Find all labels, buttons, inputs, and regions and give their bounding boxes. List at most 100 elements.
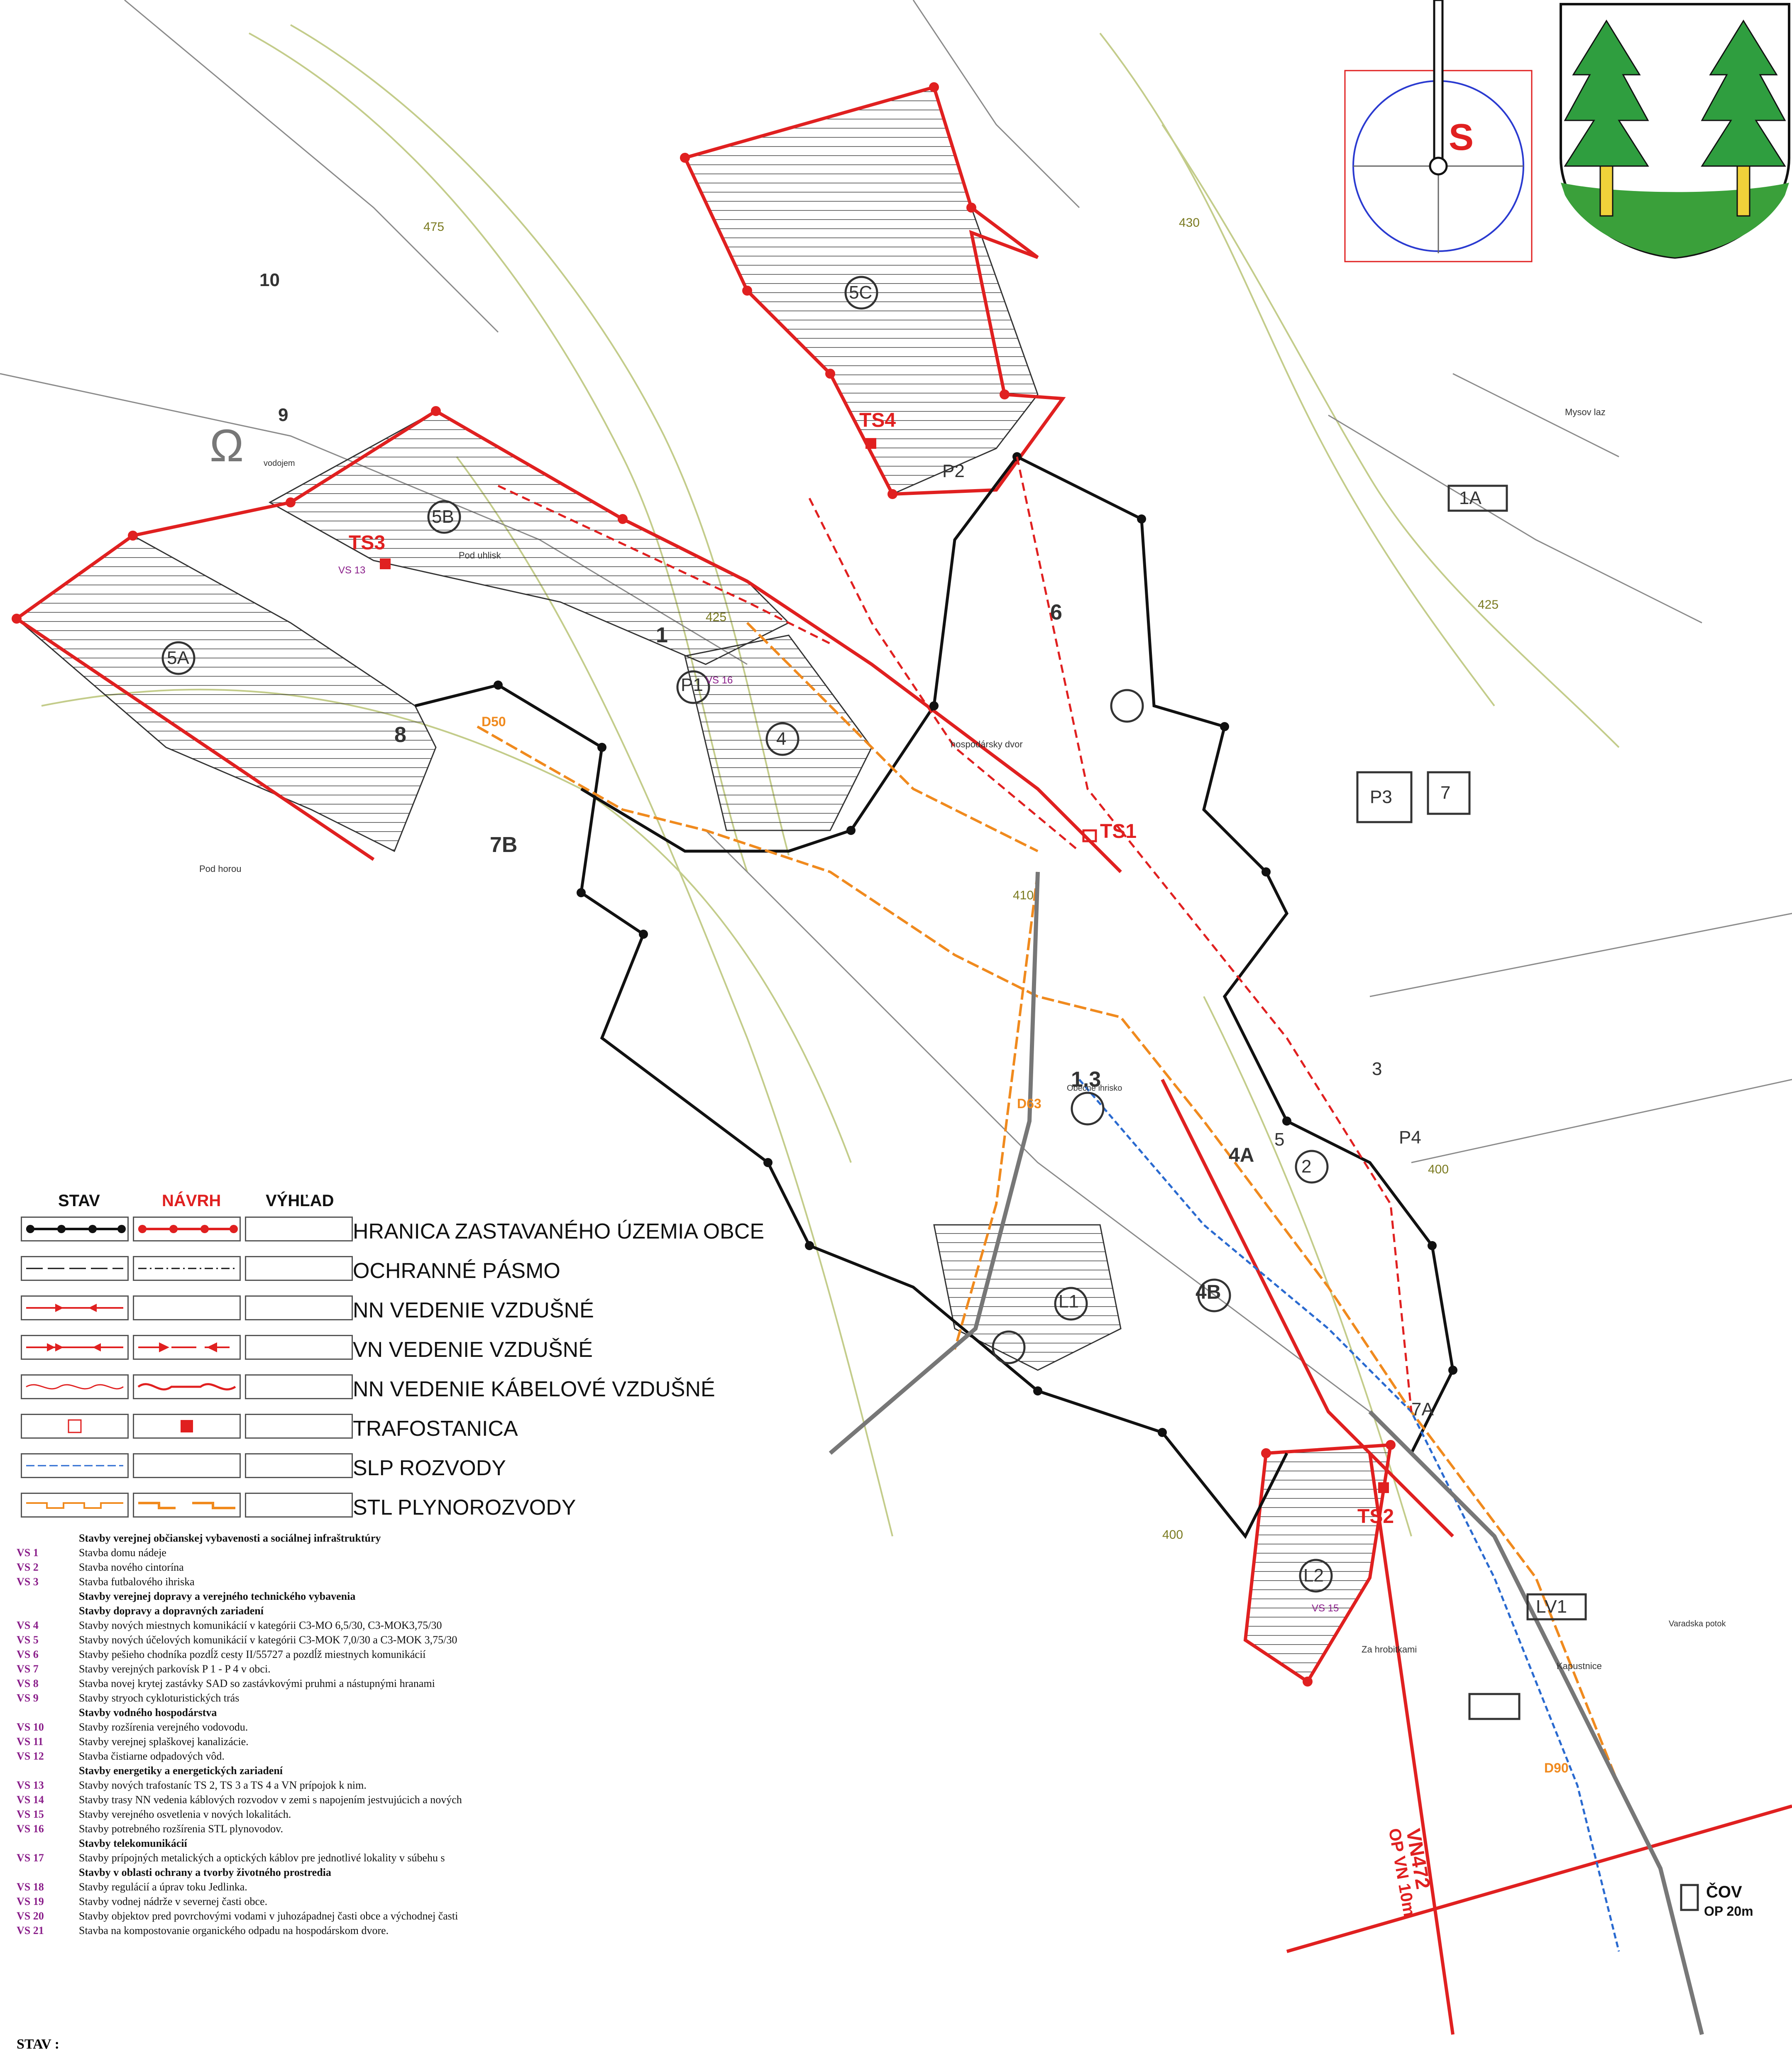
legend-row-nn-air: NN VEDENIE VZDUŠNÉ	[21, 1295, 594, 1324]
contour-425-b: 425	[1478, 598, 1499, 612]
legend-label-slp: SLP ROZVODY	[353, 1456, 506, 1480]
legend-swatch-stav	[21, 1374, 129, 1399]
legend-label-vn-air: VN VEDENIE VZDUŠNÉ	[353, 1338, 593, 1362]
place-mysov-laz: Mysov laz	[1565, 407, 1606, 417]
contour-400-b: 400	[1162, 1528, 1183, 1542]
legend-swatch-navrh	[133, 1335, 241, 1360]
legend-swatch-navrh	[133, 1414, 241, 1439]
gas-label-d63: D63	[1017, 1096, 1041, 1111]
main-road	[829, 872, 1704, 2035]
zone-label-lv1: LV1	[1536, 1596, 1567, 1617]
legend-swatch-stav	[21, 1414, 129, 1439]
zone-label-4b: 4B	[1195, 1281, 1221, 1303]
zone-label-p3: P3	[1370, 787, 1392, 807]
zone-label-5: 5	[1274, 1129, 1285, 1150]
legend-swatch-vyhlad	[245, 1256, 353, 1281]
contour-400: 400	[1428, 1163, 1449, 1176]
zone-label-4a: 4A	[1229, 1144, 1254, 1166]
legend-swatch-navrh	[133, 1256, 241, 1281]
list-item: Stavby vodného hospodárstva	[79, 1706, 217, 1719]
legend-label-boundary: HRANICA ZASTAVANÉHO ÚZEMIA OBCE	[353, 1219, 765, 1244]
zone-label-5a: 5A	[167, 648, 189, 668]
place-varadska-potok: Varadska potok	[1669, 1619, 1726, 1628]
zone-label-p2: P2	[942, 461, 965, 481]
list-item: Stavby verejnej občianskej vybavenosti a…	[79, 1532, 381, 1544]
zone-label-7: 7	[1440, 783, 1451, 803]
existing-boundary-dots	[494, 452, 1457, 1437]
contour-475: 475	[423, 220, 445, 234]
zone-label-4: 4	[776, 729, 787, 749]
legend-swatch-vyhlad	[245, 1335, 353, 1360]
cov-label: ČOV	[1706, 1883, 1742, 1901]
legend-swatch-navrh	[133, 1493, 241, 1518]
legend-swatch-navrh	[133, 1453, 241, 1478]
stav-label: STAV :	[17, 2037, 59, 2052]
legend-row-transformer: TRAFOSTANICA	[21, 1414, 540, 1443]
legend-label-protection: OCHRANNÉ PÁSMO	[353, 1259, 560, 1283]
cov-op-label: OP 20m	[1704, 1904, 1753, 1919]
coat-of-arms	[1560, 3, 1790, 259]
parcel-lines	[0, 0, 1792, 1413]
list-item: Stavby dopravy a dopravných zariadení	[79, 1605, 264, 1617]
legend-swatch-navrh	[133, 1295, 241, 1320]
legend-swatch-vyhlad	[245, 1414, 353, 1439]
place-obecne-ihrisko: Obecné ihrisko	[1067, 1084, 1122, 1093]
zone-label-1-3: 1.3	[1071, 1067, 1101, 1092]
hatched-zones	[15, 86, 1391, 1683]
place-za-hrobitkami: Za hrobitkami	[1362, 1644, 1417, 1655]
omega-icon: Ω	[210, 420, 244, 471]
place-hospodarsky-dvor: hospodársky dvor	[951, 739, 1023, 749]
compass-letter: S	[1449, 117, 1474, 158]
transformer-ts4: TS4	[859, 409, 896, 431]
transformer-markers	[380, 438, 1389, 1493]
legend-swatch-stav	[21, 1335, 129, 1360]
zone-label-1: 1	[656, 623, 668, 647]
num-10: 10	[259, 270, 280, 290]
north-compass	[1344, 0, 1533, 262]
contour-410: 410	[1013, 889, 1034, 902]
existing-boundary	[415, 455, 1455, 1539]
vs-tag-16: VS 16	[706, 675, 733, 686]
legend-label-gas: STL PLYNOROZVODY	[353, 1496, 576, 1520]
list-item: Stavby telekomunikácií	[79, 1837, 187, 1849]
legend-swatch-stav	[21, 1217, 129, 1241]
legend-row-protection: OCHRANNÉ PÁSMO	[21, 1256, 560, 1285]
place-pod-horou: Pod horou	[199, 864, 242, 874]
omega-num: 9	[278, 405, 288, 425]
place-pod-uhlisk: Pod uhlisk	[459, 550, 501, 561]
zone-label-7a: 7A	[1411, 1399, 1434, 1420]
legend-label-nn-air: NN VEDENIE VZDUŠNÉ	[353, 1298, 594, 1322]
proposed-boundary-dots	[12, 82, 1396, 1687]
legend-col-vyhlad: VÝHĽAD	[266, 1192, 334, 1210]
vs-tag-15: VS 15	[1312, 1603, 1339, 1614]
place-vodojem: vodojem	[264, 459, 295, 468]
zone-label-p1: P1	[681, 675, 703, 695]
legend-label-transformer: TRAFOSTANICA	[353, 1417, 518, 1441]
zone-label-5c: 5C	[849, 282, 873, 303]
gas-label-d90: D90	[1544, 1760, 1569, 1775]
zone-label-1a: 1A	[1459, 488, 1482, 508]
legend-col-stav: STAV	[58, 1192, 100, 1210]
zone-label-2: 2	[1301, 1156, 1312, 1177]
zone-label-8: 8	[394, 723, 406, 747]
zone-label-l2: L2	[1303, 1565, 1324, 1586]
legend-row-nn-cable: NN VEDENIE KÁBELOVÉ VZDUŠNÉ	[21, 1374, 715, 1403]
zone-label-3: 3	[1372, 1059, 1382, 1079]
vn-lines	[497, 456, 1413, 1412]
